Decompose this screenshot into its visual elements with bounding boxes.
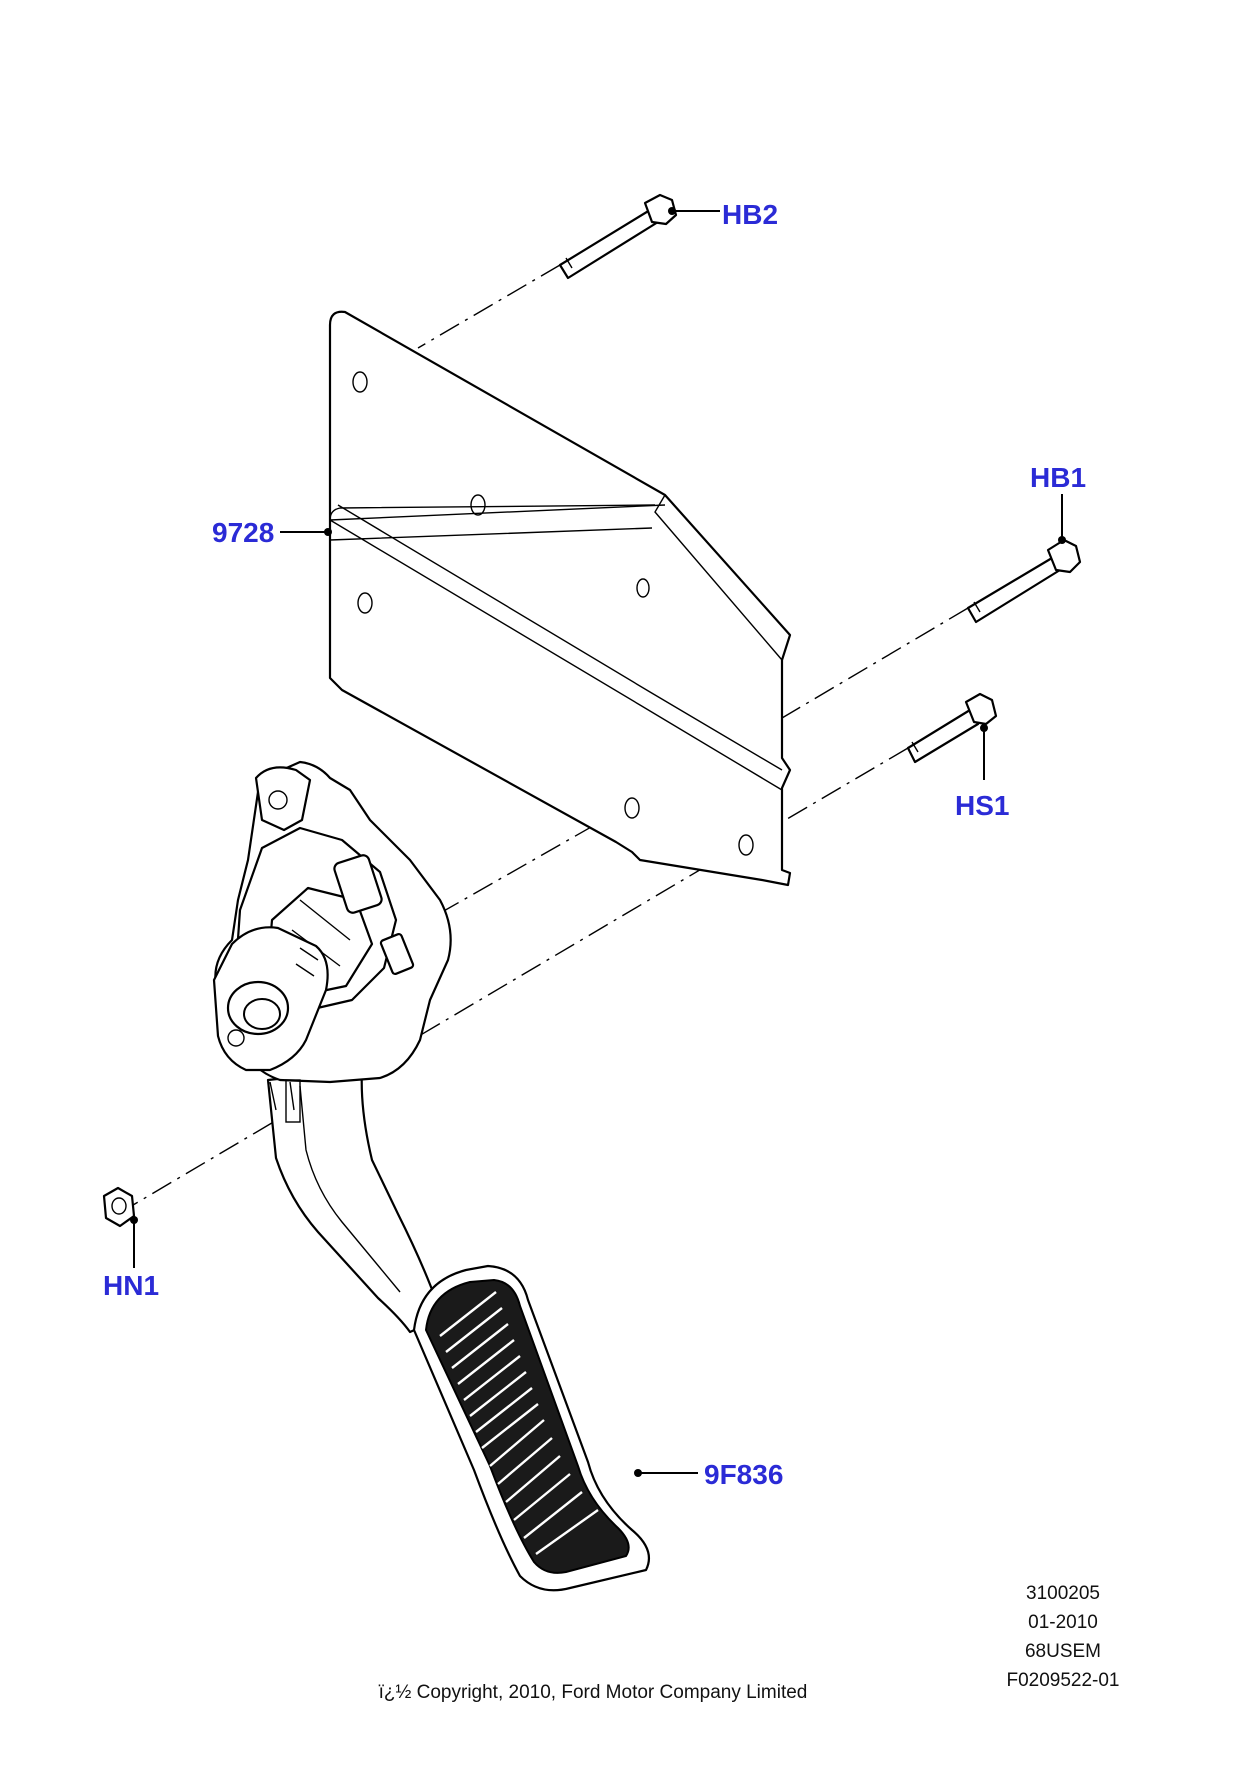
bracket-part-9728[interactable] <box>328 310 792 887</box>
bolt-hb2[interactable] <box>558 193 678 280</box>
alignment-lines <box>127 264 969 1209</box>
callout-hs1[interactable]: HS1 <box>955 790 1009 821</box>
accelerator-pedal-9f836[interactable] <box>212 760 650 1592</box>
callout-hn1[interactable]: HN1 <box>103 1270 159 1301</box>
callout-hb2[interactable]: HB2 <box>722 199 778 230</box>
callout-hb1[interactable]: HB1 <box>1030 462 1086 493</box>
footer-line-2: 01-2010 <box>1028 1612 1098 1633</box>
footer-line-1: 3100205 <box>1026 1583 1100 1604</box>
leader-lines <box>130 207 1066 1477</box>
footer-line-4: F0209522-01 <box>1006 1670 1119 1691</box>
footer-line-3: 68USEM <box>1025 1641 1101 1662</box>
bolt-hb1[interactable] <box>966 538 1082 624</box>
callout-9728[interactable]: 9728 <box>212 517 274 548</box>
copyright-notice: ï¿½ Copyright, 2010, Ford Motor Company … <box>379 1682 808 1703</box>
callout-9f836[interactable]: 9F836 <box>704 1459 783 1490</box>
bolt-hs1[interactable] <box>906 692 998 764</box>
nut-hn1[interactable] <box>102 1186 136 1228</box>
